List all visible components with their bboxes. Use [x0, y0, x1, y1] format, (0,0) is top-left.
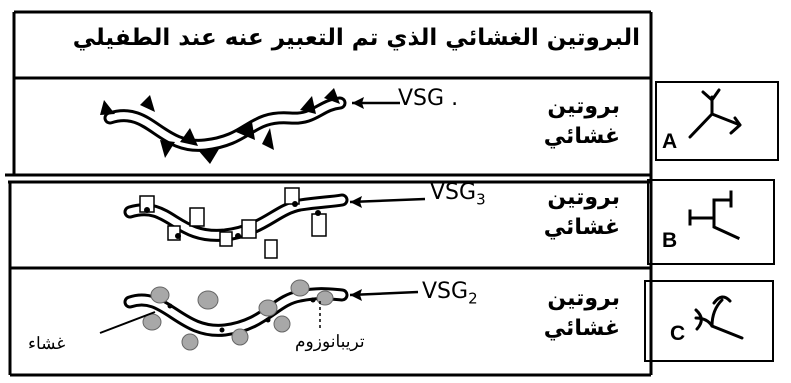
option-a-symbol [688, 88, 742, 139]
vsg-label-row-1: VSG . [398, 86, 458, 111]
vsg2-arrow-line [349, 290, 419, 297]
trypanosome-row-3 [99, 279, 419, 351]
row-2-protein-label: بروتين غشائي [510, 183, 620, 243]
vsg-label-row-2: VSG3 [430, 180, 486, 208]
vsg1-arrow-head [352, 97, 364, 109]
trypanosome-row-2 [123, 187, 426, 259]
trypanosome-body-fill-1 [106, 99, 344, 149]
vsg-blobs-3 [142, 279, 334, 351]
option-b-letter: B [662, 229, 678, 252]
option-boxes [644, 81, 779, 362]
option-box-a [655, 81, 779, 161]
vsg-dots-3 [167, 297, 316, 333]
row-1-protein-line-2: غشائي [543, 124, 620, 149]
vsg-label-row-2-subscript: 3 [476, 190, 486, 209]
trypanosome-annotation: تريبانوزوم [295, 332, 365, 352]
option-c-letter: C [670, 322, 686, 345]
option-b-symbol [688, 190, 740, 240]
vsg-squares-2 [139, 187, 327, 259]
vsg-label-row-1-prefix: VSG [398, 86, 445, 111]
vsg-label-row-1-suffix: . [451, 86, 459, 111]
trypanosome-row-1 [100, 88, 400, 164]
vsg-label-row-2-prefix: VSG [430, 180, 477, 205]
row-2-protein-line-1: بروتين [547, 185, 620, 210]
vsg-label-row-3-prefix: VSG [422, 279, 469, 304]
row-3-protein-line-1: بروتين [547, 286, 620, 311]
vsg-label-row-3-subscript: 2 [468, 289, 478, 308]
row-1-protein-label: بروتين غشائي [510, 92, 620, 152]
trypanosome-body-fill-2 [126, 196, 346, 239]
row-1-protein-line-1: بروتين [547, 94, 620, 119]
vsg-dots-2 [144, 201, 321, 239]
membrane-annotation: غشاء [28, 334, 66, 354]
option-a-letter: A [662, 130, 678, 153]
vsg3-arrow-head [350, 196, 362, 208]
vsg-spikes-1 [100, 88, 340, 164]
diagram-title: البروتين الغشائي الذي تم التعبير عنه عند… [72, 25, 640, 51]
option-box-b [647, 179, 775, 265]
row-3-protein-label: بروتين غشائي [510, 284, 620, 344]
option-box-c [644, 280, 774, 362]
vsg2-arrow-head [350, 289, 362, 301]
row-2-protein-line-2: غشائي [543, 215, 620, 240]
vsg3-arrow-line [349, 197, 426, 204]
vsg-label-row-3: VSG2 [422, 279, 478, 307]
row-3-protein-line-2: غشائي [543, 316, 620, 341]
table-frame [5, 10, 653, 377]
membrane-pointer-line [99, 311, 156, 334]
option-c-symbol [694, 295, 744, 340]
